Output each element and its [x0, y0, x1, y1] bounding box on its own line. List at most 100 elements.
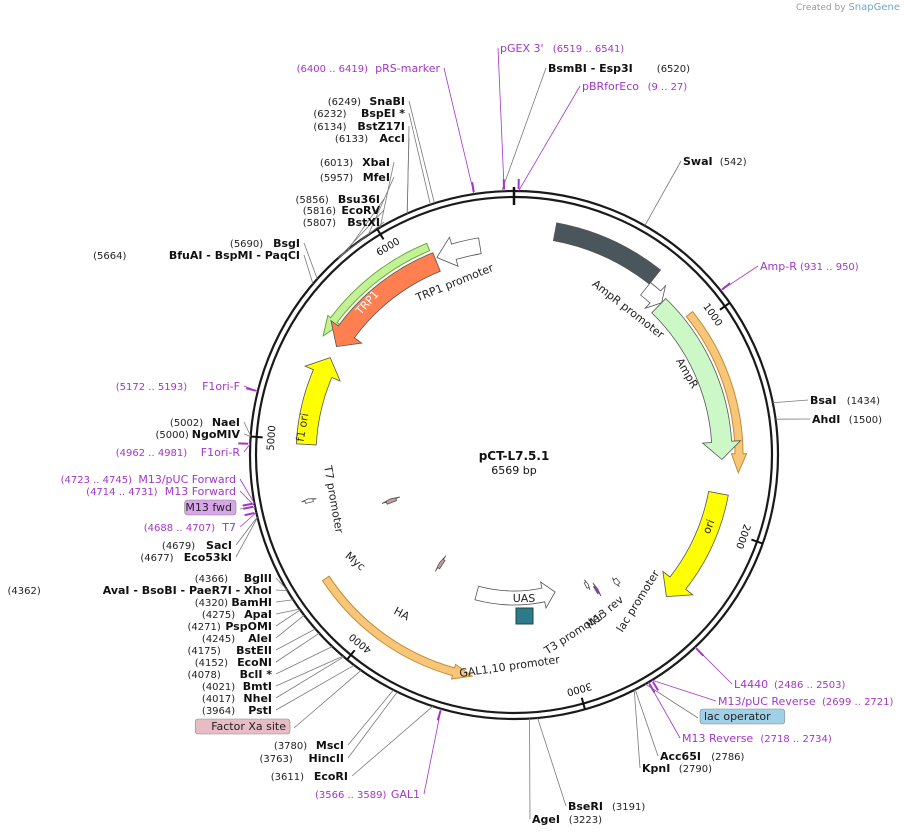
- primer-site-mark: [436, 710, 442, 721]
- acci-site-position: (6133): [335, 134, 368, 145]
- m13-puc-reverse-site-name: M13/pUC Reverse: [718, 695, 816, 708]
- eco53ki-site-position: (4677): [140, 553, 173, 564]
- credit-brand: SnapGene: [848, 2, 900, 13]
- trp1-feature: [330, 252, 441, 348]
- snapgene-credit: Created by SnapGene: [796, 2, 900, 13]
- ori-label: ori: [700, 518, 717, 536]
- leader-line: [443, 67, 475, 195]
- hincii-site-position: (3763): [260, 754, 293, 765]
- bamhi-site-name: BamHI: [231, 596, 272, 609]
- leader-line: [293, 669, 362, 729]
- leader-line: [275, 614, 305, 639]
- ecori-site-position: (3611): [271, 772, 304, 783]
- ampr-feature: [651, 297, 742, 461]
- primer-site-mark: [242, 502, 253, 507]
- leader-line: [275, 628, 316, 651]
- bsgi-site-name: BsgI: [273, 237, 300, 250]
- leader-line: [337, 221, 385, 259]
- factor-xa-site-box: [194, 718, 291, 735]
- f1-ori-label: f1 ori: [294, 412, 312, 443]
- ahdi-site-position: (1500): [849, 415, 882, 426]
- gal1-10-promoter-label: GAL1,10 promoter: [458, 653, 561, 680]
- tick-mark: [376, 228, 385, 240]
- leader-line: [633, 689, 641, 769]
- m13-puc-forward-site-position: (4723 .. 4745): [61, 475, 133, 486]
- ori-feature: [662, 491, 729, 598]
- bglii-site-position: (4366): [195, 574, 228, 585]
- l4440-site-position: (2486 .. 2503): [774, 680, 846, 691]
- leader-line: [408, 112, 431, 205]
- leader-line: [275, 577, 288, 591]
- label-leaders: [235, 47, 811, 820]
- leader-line: [537, 717, 567, 807]
- factor-xa-site-label: Factor Xa site: [211, 720, 286, 733]
- leader-line: [239, 490, 256, 507]
- snabi-site-name: SnaBI: [369, 95, 405, 108]
- leader-line: [651, 679, 717, 702]
- leader-line: [275, 646, 333, 675]
- bsmbi-esp3i-site-position: (6520): [657, 64, 690, 75]
- m13-rev-feature: [592, 582, 602, 597]
- saci-site-name: SacI: [206, 539, 232, 552]
- primer-site-mark: [245, 387, 257, 392]
- prs-marker-site-position: (6400 .. 6419): [297, 64, 369, 75]
- econi-site-position: (4152): [195, 658, 228, 669]
- avai-bsobi-paer7i-xhoi-site-name: AvaI - BsoBI - PaeR7I - XhoI: [103, 584, 272, 597]
- eco53ki-site-name: Eco53kI: [184, 551, 232, 564]
- tick-mark: [346, 649, 356, 661]
- acci-site-name: AccI: [379, 132, 405, 145]
- t7-promoter-feature: [301, 498, 317, 504]
- pbrforeco-site-position: (9 .. 27): [648, 82, 688, 93]
- lac-operator-box: [699, 708, 786, 725]
- prs-marker-site-name: pRS-marker: [375, 62, 440, 75]
- bsteii-site-position: (4175): [188, 646, 221, 657]
- ecorv-site-name: EcoRV: [341, 204, 380, 217]
- f1ori-r-site-position: (4962 .. 4981): [116, 448, 188, 459]
- bsteii-site-name: BstEII: [236, 644, 272, 657]
- apai-site-name: ApaI: [244, 608, 272, 621]
- tick-label: 3000: [565, 680, 592, 697]
- bcli-site-position: (4078): [188, 670, 221, 681]
- credit-prefix: Created by: [796, 3, 846, 13]
- ecorv-site-position: (5816): [303, 206, 336, 217]
- pbrforeco-site-name: pBRforEco: [582, 80, 639, 93]
- agei-site-name: AgeI: [532, 813, 560, 826]
- ngomiv-site-name: NgoMIV: [192, 428, 241, 441]
- leader-line: [339, 209, 385, 257]
- bsu36i-site-name: Bsu36I: [338, 193, 380, 206]
- xbai-site-name: XbaI: [362, 156, 390, 169]
- leader-line: [367, 176, 395, 236]
- trp1-promoter-feature: [436, 236, 482, 267]
- t3-promoter-feature: [583, 579, 591, 590]
- leader-line: [235, 516, 258, 546]
- bmti-site-name: BmtI: [243, 680, 272, 693]
- f1ori-f-site-position: (5172 .. 5193): [116, 382, 188, 393]
- ahdi-site-name: AhdI: [812, 413, 840, 426]
- tick-mark: [719, 302, 731, 311]
- bspei-site-position: (6232): [313, 109, 346, 120]
- bfuai-bspmi-paqci-site-name: BfuAI - BspMI - PaqCI: [169, 249, 300, 262]
- econi-site-name: EcoNI: [237, 656, 272, 669]
- acc65i-site-position: (2786): [711, 752, 744, 763]
- snabi-site-position: (6249): [328, 97, 361, 108]
- gal-orf-arc: [321, 575, 474, 680]
- tick-mark: [250, 435, 263, 439]
- bmti-site-position: (4021): [202, 682, 235, 693]
- bsu36i-site-position: (5856): [296, 195, 329, 206]
- bamhi-site-position: (4320): [195, 598, 228, 609]
- hincii-site-name: HincII: [308, 752, 344, 765]
- tick-label: 4000: [347, 631, 374, 656]
- bsmbi-esp3i-site-name: BsmBI - Esp3I: [548, 62, 633, 75]
- leader-line: [275, 656, 345, 699]
- m13-reverse-site-position: (2718 .. 2734): [760, 734, 832, 745]
- leader-line: [275, 609, 301, 627]
- amp-r-orf-arc: [685, 310, 748, 475]
- xbai-site-position: (6013): [320, 158, 353, 169]
- leader-line: [243, 443, 251, 453]
- bfuai-bspmi-paqci-site-position: (5664): [93, 251, 126, 262]
- leader-line: [634, 689, 659, 757]
- amp-r-site-position: (931 .. 950): [800, 262, 859, 273]
- leader-line: [772, 399, 809, 404]
- m13-forward-site-position: (4714 .. 4731): [86, 487, 158, 498]
- f1ori-r-site-name: F1ori-R: [201, 446, 241, 459]
